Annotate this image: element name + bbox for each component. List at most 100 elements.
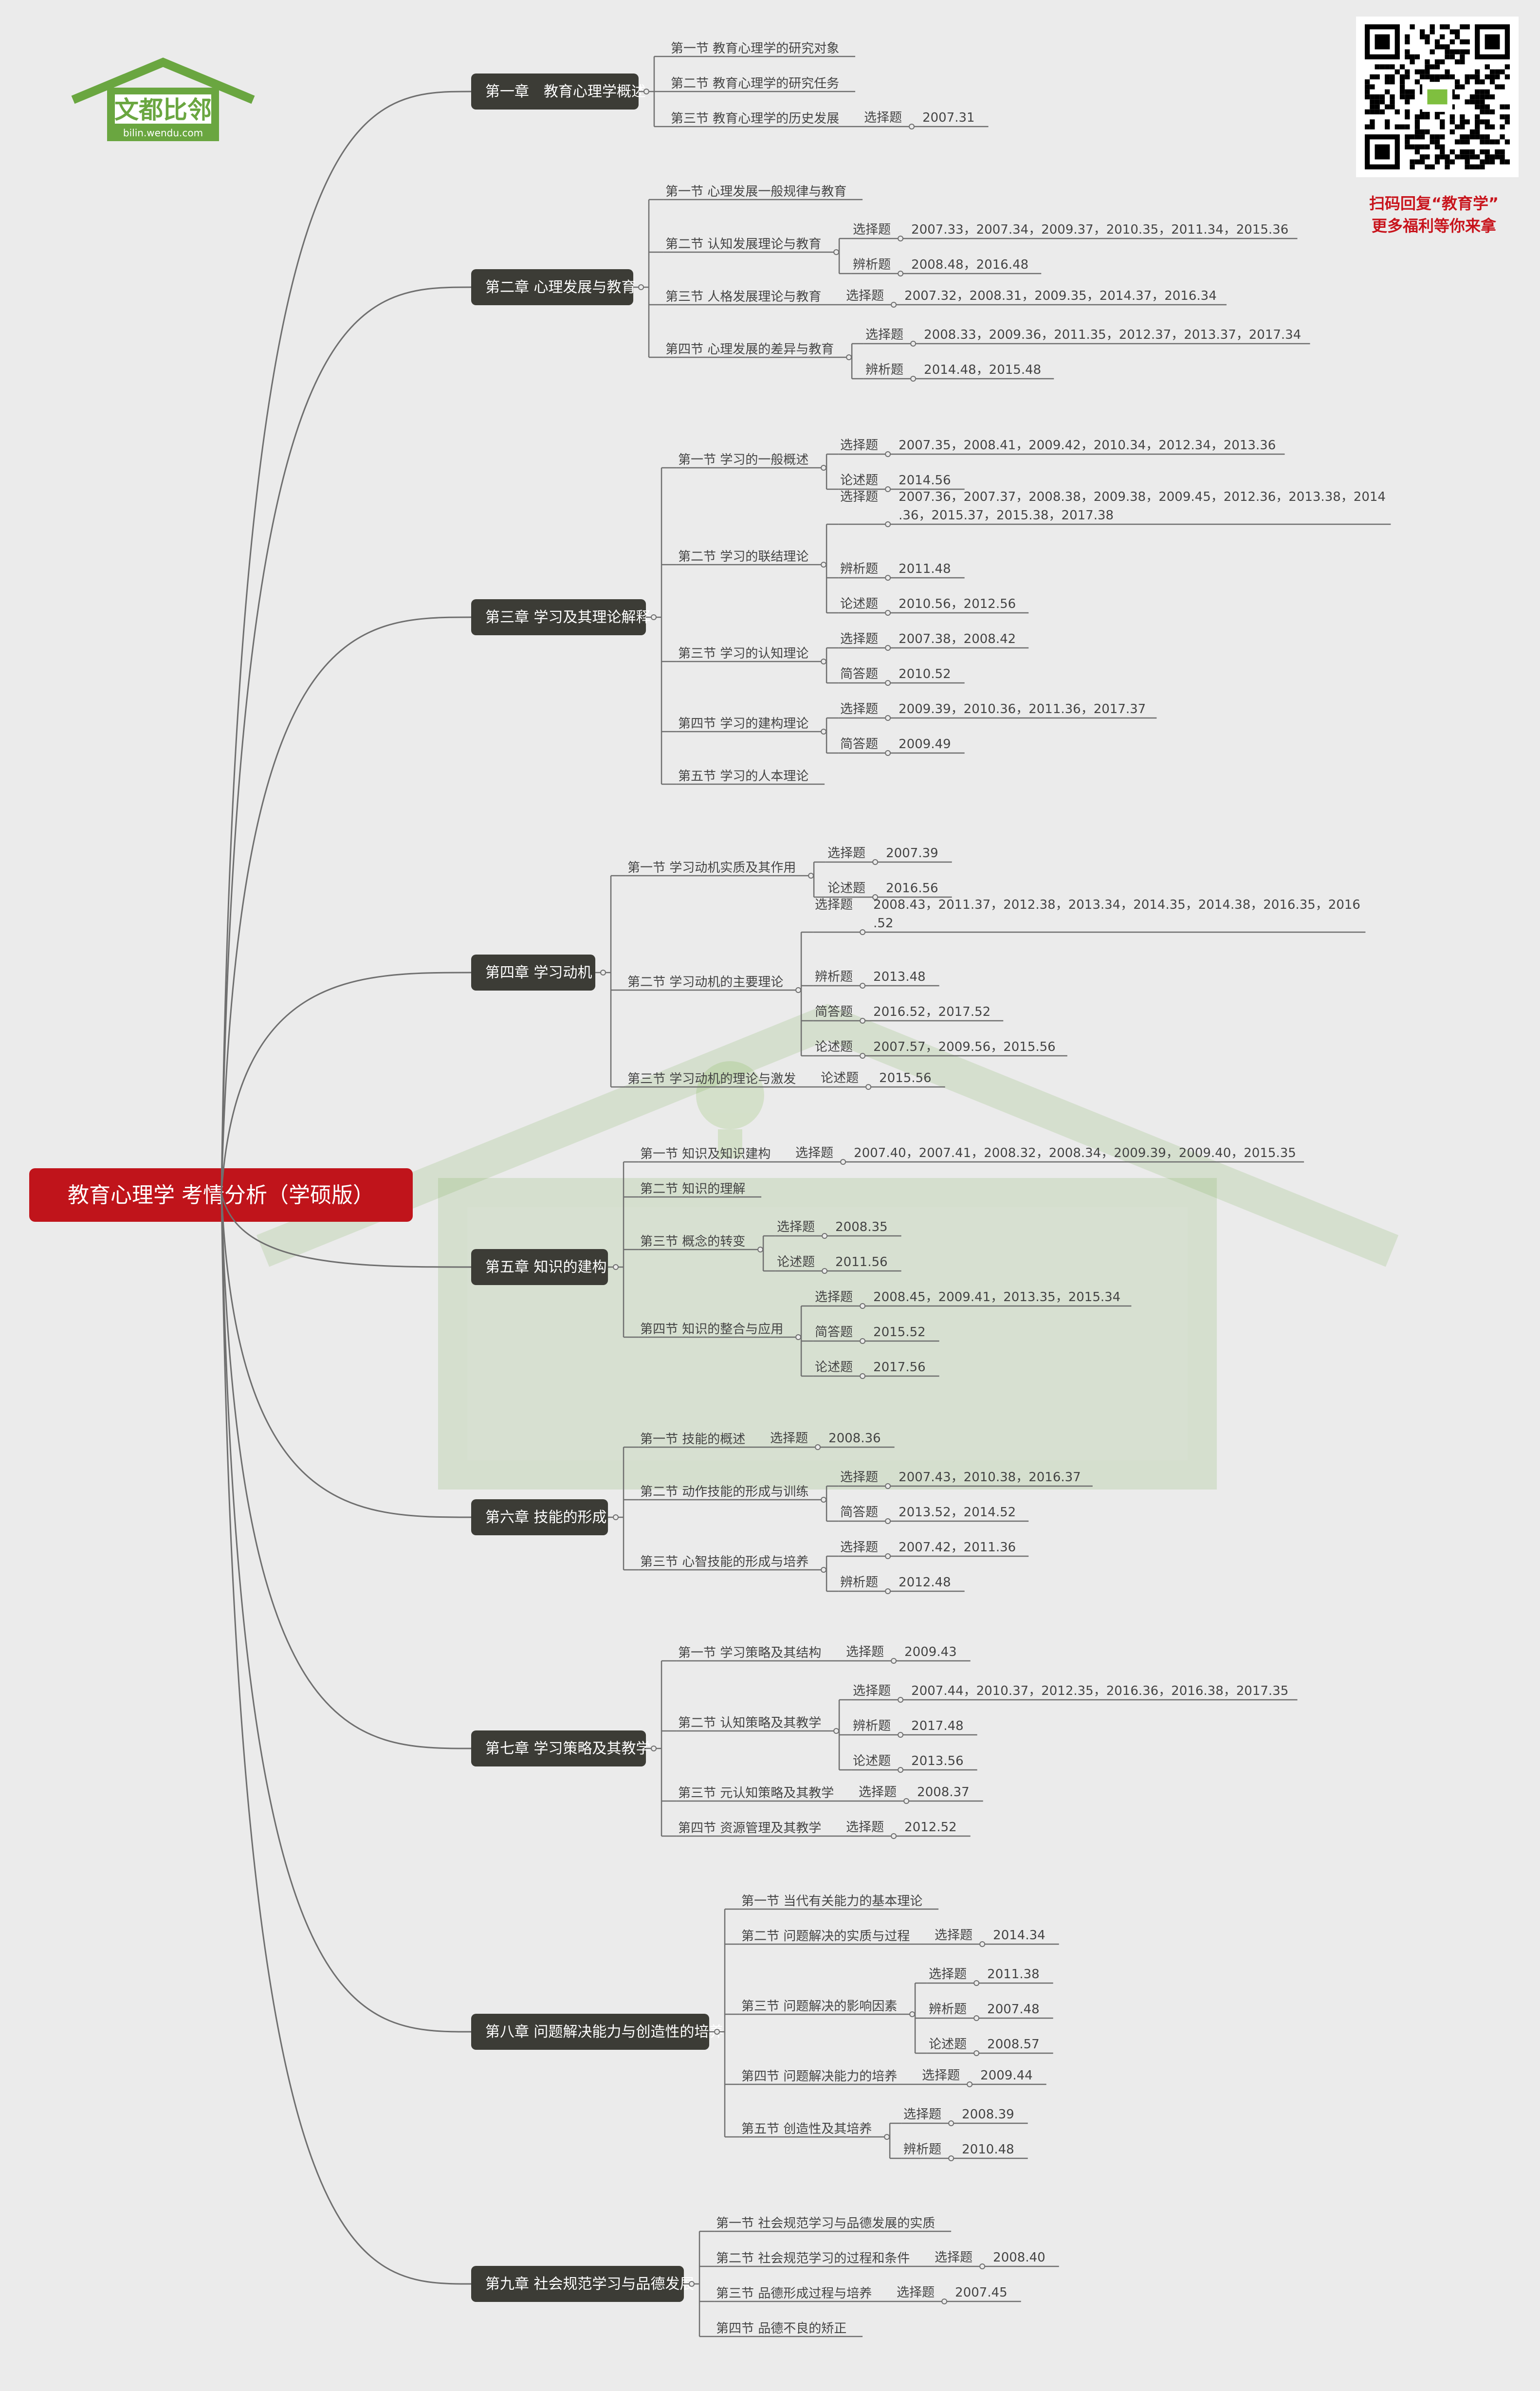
chapter-node[interactable] <box>471 1730 646 1766</box>
collapse-dot[interactable] <box>884 2134 890 2140</box>
collapse-dot[interactable] <box>821 729 827 735</box>
chapter-node[interactable] <box>471 1249 608 1285</box>
collapse-dot[interactable] <box>885 645 891 651</box>
section-label: 第三节 学习动机的理论与激发 <box>627 1072 796 1086</box>
collapse-dot[interactable] <box>885 715 891 721</box>
question-type-label: 简答题 <box>840 737 878 752</box>
question-type-label: 辨析题 <box>853 257 891 272</box>
chapter-node[interactable] <box>471 1499 608 1535</box>
collapse-dot[interactable] <box>885 1483 891 1489</box>
collapse-dot[interactable] <box>822 1233 828 1239</box>
collapse-dot[interactable] <box>885 486 891 492</box>
collapse-dot[interactable] <box>903 1798 910 1804</box>
collapse-dot[interactable] <box>898 236 904 241</box>
collapse-dot[interactable] <box>613 1264 619 1270</box>
collapse-dot[interactable] <box>898 1732 904 1738</box>
chapter-node[interactable] <box>471 74 639 110</box>
collapse-dot[interactable] <box>885 521 891 527</box>
collapse-dot[interactable] <box>808 873 814 879</box>
collapse-dot[interactable] <box>860 983 866 989</box>
collapse-dot[interactable] <box>885 575 891 581</box>
chapter-node[interactable] <box>471 599 646 635</box>
logo-url-text: bilin.wendu.com <box>123 127 203 139</box>
collapse-dot[interactable] <box>967 2081 973 2087</box>
collapse-dot[interactable] <box>891 1658 897 1664</box>
chapter-node[interactable] <box>471 2266 684 2302</box>
collapse-dot[interactable] <box>821 465 827 471</box>
qr-code[interactable] <box>1356 17 1519 177</box>
collapse-dot[interactable] <box>891 1833 897 1839</box>
collapse-dot[interactable] <box>898 1767 904 1773</box>
collapse-dot[interactable] <box>910 376 917 382</box>
collapse-dot[interactable] <box>795 987 802 993</box>
collapse-dot[interactable] <box>872 894 879 900</box>
collapse-dot[interactable] <box>840 1159 846 1165</box>
question-type-label: 简答题 <box>815 1005 853 1019</box>
exam-years-text: 2008.40 <box>993 2250 1045 2265</box>
collapse-dot[interactable] <box>821 1497 827 1503</box>
collapse-dot[interactable] <box>973 2015 980 2021</box>
section-label: 第一节 学习策略及其结构 <box>678 1646 821 1660</box>
collapse-dot[interactable] <box>909 2011 916 2017</box>
collapse-dot[interactable] <box>651 614 657 620</box>
collapse-dot[interactable] <box>872 859 879 865</box>
collapse-dot[interactable] <box>833 1728 840 1734</box>
collapse-dot[interactable] <box>979 2263 986 2269</box>
collapse-dot[interactable] <box>757 1247 764 1252</box>
collapse-dot[interactable] <box>909 124 915 129</box>
collapse-dot[interactable] <box>833 249 840 255</box>
collapse-dot[interactable] <box>885 1553 891 1559</box>
exam-years-text: 2008.57 <box>987 2037 1040 2052</box>
exam-years-text: 2008.43，2011.37，2012.38，2013.34，2014.35，… <box>873 898 1360 912</box>
collapse-dot[interactable] <box>885 750 891 756</box>
collapse-dot[interactable] <box>973 1980 980 1986</box>
section-label: 第四节 学习的建构理论 <box>678 717 808 731</box>
chapter-node[interactable] <box>471 269 634 305</box>
collapse-dot[interactable] <box>865 1084 872 1090</box>
collapse-dot[interactable] <box>689 2281 695 2287</box>
collapse-dot[interactable] <box>948 2120 954 2126</box>
question-type-label: 选择题 <box>815 898 853 912</box>
question-type-label: 选择题 <box>903 2107 941 2122</box>
collapse-dot[interactable] <box>885 680 891 686</box>
collapse-dot[interactable] <box>613 1514 619 1520</box>
collapse-dot[interactable] <box>795 1334 802 1340</box>
logo-text: 文都比邻 <box>114 96 212 124</box>
exam-years-text: 2014.56 <box>898 473 951 488</box>
collapse-dot[interactable] <box>643 89 649 94</box>
exam-years-text: 2014.48，2015.48 <box>924 363 1041 377</box>
collapse-dot[interactable] <box>979 1941 986 1947</box>
collapse-dot[interactable] <box>822 1268 828 1274</box>
collapse-dot[interactable] <box>821 562 827 568</box>
chapter-node[interactable] <box>471 955 596 991</box>
collapse-dot[interactable] <box>860 929 866 935</box>
collapse-dot[interactable] <box>885 1518 891 1524</box>
collapse-dot[interactable] <box>860 1053 866 1059</box>
collapse-dot[interactable] <box>885 610 891 616</box>
collapse-dot[interactable] <box>815 1444 821 1450</box>
collapse-dot[interactable] <box>651 1746 657 1751</box>
section-label: 第一节 知识及知识建构 <box>640 1147 770 1161</box>
collapse-dot[interactable] <box>821 1567 827 1573</box>
collapse-dot[interactable] <box>860 1338 866 1344</box>
section-label: 第三节 概念的转变 <box>640 1234 745 1249</box>
collapse-dot[interactable] <box>941 2299 948 2304</box>
collapse-dot[interactable] <box>860 1373 866 1379</box>
collapse-dot[interactable] <box>821 659 827 664</box>
section-label: 第一节 技能的概述 <box>640 1432 745 1447</box>
collapse-dot[interactable] <box>948 2155 954 2161</box>
collapse-dot[interactable] <box>600 970 606 975</box>
collapse-dot[interactable] <box>910 341 917 347</box>
collapse-dot[interactable] <box>714 2029 720 2035</box>
collapse-dot[interactable] <box>860 1303 866 1309</box>
collapse-dot[interactable] <box>898 271 904 276</box>
collapse-dot[interactable] <box>846 354 852 360</box>
collapse-dot[interactable] <box>898 1697 904 1703</box>
collapse-dot[interactable] <box>885 451 891 457</box>
chapter-node[interactable] <box>471 2014 710 2050</box>
collapse-dot[interactable] <box>638 284 644 290</box>
collapse-dot[interactable] <box>891 302 897 308</box>
collapse-dot[interactable] <box>973 2050 980 2056</box>
collapse-dot[interactable] <box>860 1018 866 1024</box>
collapse-dot[interactable] <box>885 1588 891 1594</box>
